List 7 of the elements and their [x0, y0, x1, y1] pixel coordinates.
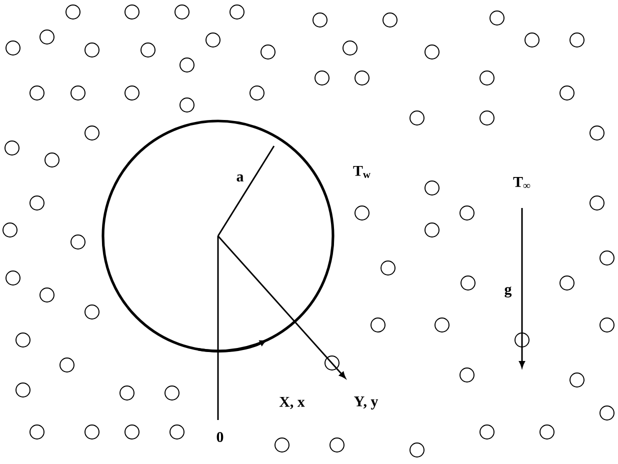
symbol-label: T$_{∞}$: [513, 177, 530, 188]
symbol-label: g: [504, 286, 512, 298]
symbol-label: a: [236, 174, 244, 182]
symbol-label: T$_{w}$: [353, 166, 370, 178]
symbol-label: X, x: [279, 396, 305, 410]
symbol-label: 0: [216, 432, 224, 442]
symbol-label: Y, y: [354, 396, 378, 410]
